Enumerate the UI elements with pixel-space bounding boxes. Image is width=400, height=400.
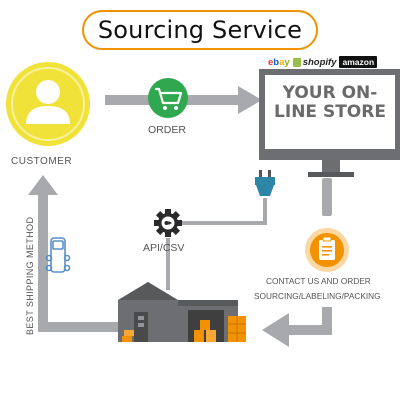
api-csv-label: API/CSV [143,242,185,254]
shopping-cart-icon [148,78,188,118]
warehouse-icon [118,282,246,342]
customer-label: CUSTOMER [11,156,73,167]
sourcing-label: SOURCING/LABELING/PACKING [254,291,381,301]
shipping-method-label: BEST SHIPPING METHOD [25,216,35,335]
amazon-logo: amazon [339,56,378,68]
customer-person-icon [6,62,90,146]
store-down-arrow [322,178,332,216]
delivery-van-icon [45,237,71,273]
contact-label: CONTACT US AND ORDER [266,276,371,286]
monitor-icon [259,69,400,177]
shipping-arrow [28,175,120,332]
online-store-label: YOUR ON- LINE STORE [274,83,386,122]
return-to-warehouse-arrow [262,307,332,347]
clipboard-icon [305,228,349,272]
shopify-logo: shopify [292,55,336,69]
plug-icon [255,170,275,196]
page-title: Sourcing Service [97,16,303,44]
order-label: ORDER [148,124,186,136]
api-connector-line [166,198,267,290]
title-badge: Sourcing Service [82,10,318,50]
shopify-bag-icon [292,57,301,67]
gear-icon [154,209,182,237]
